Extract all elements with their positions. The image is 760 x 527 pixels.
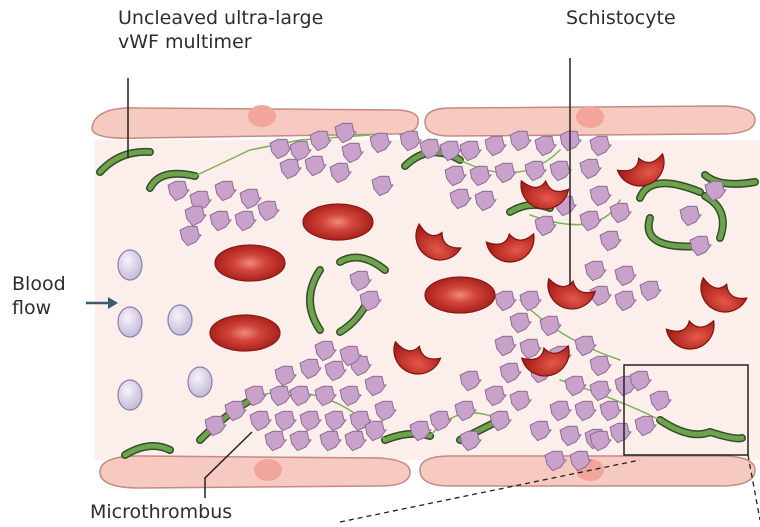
- endothelial-nucleus: [248, 105, 276, 127]
- blood-label-line2: flow: [12, 296, 82, 320]
- red-blood-cell: [303, 204, 373, 240]
- leukocyte: [118, 307, 142, 337]
- red-blood-cell: [210, 315, 280, 351]
- vessel-wall-top: [92, 105, 755, 138]
- vwf-label-line2: vWF multimer: [118, 30, 323, 54]
- blood-label-line1: Blood: [12, 272, 82, 296]
- vwf-label-line1: Uncleaved ultra-large: [118, 6, 323, 30]
- red-blood-cell: [215, 245, 285, 281]
- blood-flow-label: Blood flow: [12, 272, 82, 320]
- red-blood-cell: [425, 277, 495, 313]
- leukocyte: [168, 305, 192, 335]
- schistocyte-label: Schistocyte: [566, 6, 676, 30]
- vessel-wall-bottom: [100, 456, 755, 488]
- leukocyte: [188, 367, 212, 397]
- leukocyte: [118, 380, 142, 410]
- microthrombus-label: Microthrombus: [90, 500, 232, 524]
- endothelial-nucleus: [254, 459, 282, 481]
- endothelial-nucleus: [576, 106, 604, 128]
- leukocyte: [118, 250, 142, 280]
- platelet: [335, 123, 356, 143]
- vwf-multimer-label: Uncleaved ultra-large vWF multimer: [118, 6, 323, 54]
